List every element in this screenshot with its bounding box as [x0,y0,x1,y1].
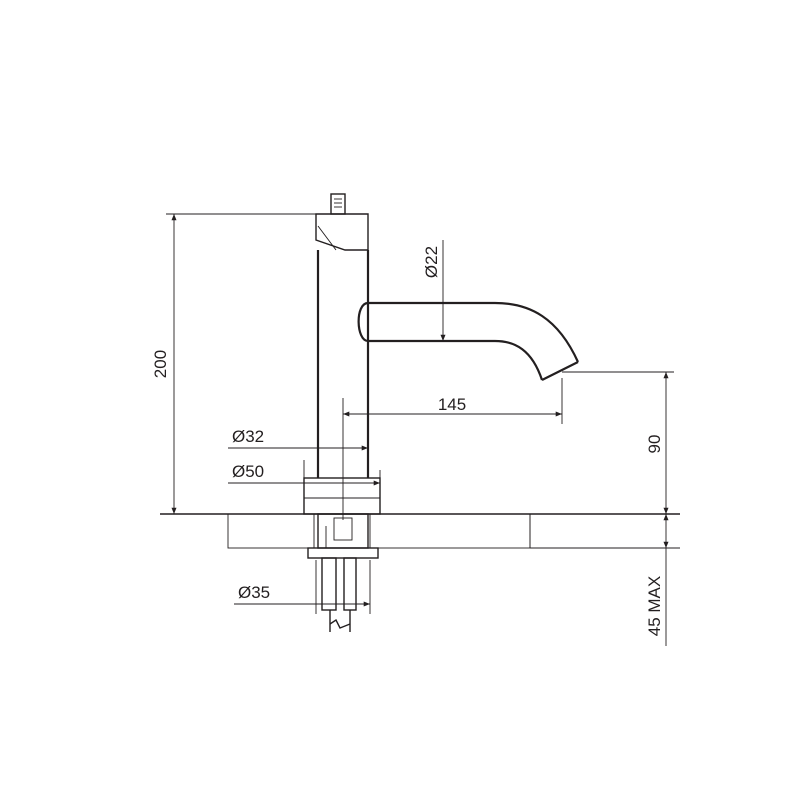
dimension-spout-diameter: Ø22 [422,240,446,341]
fixing-nut [307,547,379,559]
dimension-height-total: 200 [151,213,330,515]
dimension-spout-reach: 145 [342,378,563,520]
hole-diameter-label: Ø35 [238,583,270,602]
spout-lower-edge [357,301,544,381]
countertop [160,513,680,549]
spout-reach-label: 145 [438,395,466,414]
deck-thickness-label: 45 MAX [645,576,664,636]
dimension-deck-thickness: 45 MAX [645,514,669,646]
handle-stem [330,193,346,215]
dimension-hole-diameter: Ø35 [234,560,371,614]
faucet-body [303,193,580,632]
spout-diameter-label: Ø22 [422,246,441,278]
dimension-base-diameter: Ø50 [228,460,381,514]
dimension-body-diameter: Ø32 [228,427,368,451]
top-cap [315,213,369,251]
body-diameter-label: Ø32 [232,427,264,446]
spout-height-label: 90 [645,435,664,454]
dimension-spout-height: 90 [562,371,674,514]
spout-outlet [541,361,579,381]
countertop-hatch-left [227,513,315,549]
spout-upper-edge [368,301,580,363]
base-diameter-label: Ø50 [232,462,264,481]
countertop-hatch-right [369,513,531,549]
height-total-label: 200 [151,350,170,378]
